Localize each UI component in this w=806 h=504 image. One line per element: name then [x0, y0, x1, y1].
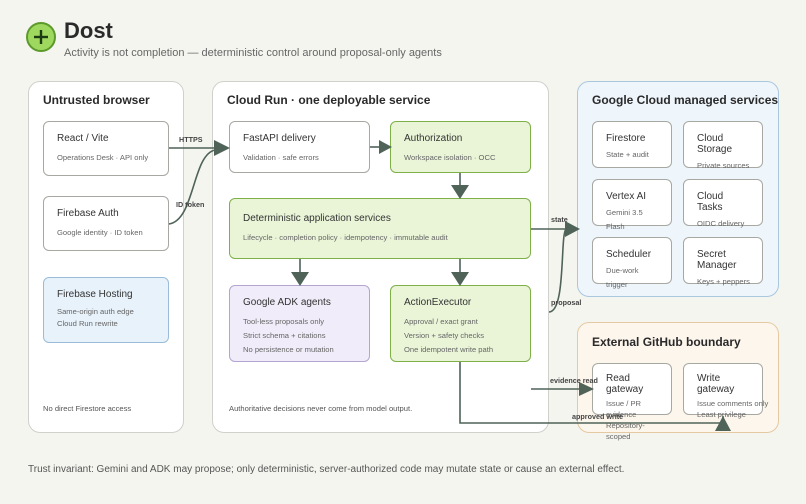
cloud-tasks-sub: OIDC delivery: [697, 219, 745, 228]
vertex-ai-box[interactable]: Vertex AI Gemini 3.5 Flash: [592, 179, 672, 231]
action-executor-sub1: Approval / exact grant: [404, 317, 478, 326]
cloud-storage-box[interactable]: Cloud Storage Private sources: [683, 121, 763, 170]
scheduler-box[interactable]: Scheduler Due-work trigger: [592, 237, 672, 289]
action-executor-box[interactable]: ActionExecutor Approval / exact grant Ve…: [390, 285, 531, 362]
secret-manager-title: Secret Manager: [697, 249, 737, 271]
fastapi-title: FastAPI delivery: [243, 133, 316, 144]
cloud-tasks-box[interactable]: Cloud Tasks OIDC delivery: [683, 179, 763, 228]
read-gateway-sub1: Issue / PR evidence: [606, 399, 642, 419]
vertex-ai-sub: Gemini 3.5 Flash: [606, 208, 643, 231]
firebase-hosting-title: Firebase Hosting: [57, 289, 133, 300]
firebase-hosting-sub2: Cloud Run rewrite: [57, 319, 118, 328]
authorization-sub: Workspace isolation · OCC: [404, 153, 496, 162]
trust-invariant-footer: Trust invariant: Gemini and ADK may prop…: [28, 464, 625, 475]
fastapi-sub: Validation · safe errors: [243, 153, 319, 162]
browser-note: No direct Firestore access: [43, 404, 132, 413]
read-gateway-box[interactable]: Read gateway Issue / PR evidence Reposit…: [592, 363, 672, 441]
adk-agents-box[interactable]: Google ADK agents Tool-less proposals on…: [229, 285, 370, 362]
id-token-label: ID token: [176, 200, 204, 209]
https-arrowhead: [214, 140, 230, 156]
logo-icon: [26, 22, 56, 52]
authorization-title: Authorization: [404, 133, 463, 144]
firebase-hosting-sub1: Same-origin auth edge: [57, 307, 134, 316]
adk-agents-title: Google ADK agents: [243, 297, 331, 308]
adk-agents-sub1: Tool-less proposals only: [243, 317, 325, 326]
id-token-edge: [168, 149, 216, 225]
adk-agents-sub2: Strict schema + citations: [243, 331, 326, 340]
application-services-title: Deterministic application services: [243, 213, 391, 224]
secret-manager-box[interactable]: Secret Manager Keys + peppers: [683, 237, 763, 286]
firebase-auth-title: Firebase Auth: [57, 208, 119, 219]
github-title: External GitHub boundary: [592, 335, 741, 349]
proposal-edge: [548, 228, 567, 313]
cloud-storage-title: Cloud Storage: [697, 133, 733, 155]
adk-agents-sub3: No persistence or mutation: [243, 345, 334, 354]
cloud-storage-sub: Private sources: [697, 161, 750, 170]
firebase-auth-box[interactable]: Firebase Auth Google identity · ID token: [43, 196, 169, 251]
action-executor-title: ActionExecutor: [404, 297, 472, 308]
firestore-box[interactable]: Firestore State + audit: [592, 121, 672, 168]
application-services-sub: Lifecycle · completion policy · idempote…: [243, 233, 448, 242]
firestore-sub: State + audit: [606, 150, 649, 159]
application-services-box[interactable]: Deterministic application services Lifec…: [229, 198, 531, 259]
evidence-read-arrowhead: [579, 382, 594, 396]
scheduler-sub: Due-work trigger: [606, 266, 639, 289]
firestore-title: Firestore: [606, 133, 646, 144]
write-gateway-title: Write gateway: [697, 373, 735, 395]
action-executor-sub2: Version + safety checks: [404, 331, 484, 340]
evidence-read-label: evidence read: [550, 376, 598, 385]
react-vite-title: React / Vite: [57, 133, 109, 144]
fastapi-box[interactable]: FastAPI delivery Validation · safe error…: [229, 121, 370, 173]
read-gateway-title: Read gateway: [606, 373, 644, 395]
vertex-ai-title: Vertex AI: [606, 191, 647, 202]
https-label: HTTPS: [179, 135, 203, 144]
cloud-run-title: Cloud Run · one deployable service: [227, 93, 431, 107]
state-arrowhead: [565, 221, 580, 237]
app-title: Dost: [64, 18, 113, 43]
secret-manager-sub: Keys + peppers: [697, 277, 750, 286]
untrusted-browser-title: Untrusted browser: [43, 93, 150, 107]
services-to-executor-arrowhead: [451, 272, 469, 286]
cloud-tasks-title: Cloud Tasks: [697, 191, 724, 213]
approved-write-arrowhead: [715, 416, 731, 431]
write-gateway-sub1: Issue comments only: [697, 399, 769, 408]
firebase-auth-sub: Google identity · ID token: [57, 228, 143, 237]
cloud-run-note: Authoritative decisions never come from …: [229, 404, 413, 413]
write-gateway-sub2: Least privilege: [697, 410, 746, 419]
write-gateway-box[interactable]: Write gateway Issue comments only Least …: [683, 363, 769, 419]
firebase-hosting-box[interactable]: Firebase Hosting Same-origin auth edge C…: [43, 277, 169, 343]
react-vite-box[interactable]: React / Vite Operations Desk · API only: [43, 121, 169, 176]
gcp-title: Google Cloud managed services: [592, 93, 779, 107]
proposal-label: proposal: [551, 298, 581, 307]
app-subtitle: Activity is not completion — determinist…: [64, 47, 442, 59]
read-gateway-sub2: Repository-scoped: [606, 421, 645, 441]
action-executor-sub3: One idempotent write path: [404, 345, 494, 354]
authz-to-services-arrowhead: [451, 185, 469, 199]
services-to-adk-arrowhead: [291, 272, 309, 286]
react-vite-sub: Operations Desk · API only: [57, 153, 149, 162]
state-label: state: [551, 215, 568, 224]
scheduler-title: Scheduler: [606, 249, 652, 260]
fastapi-to-authz-arrowhead: [379, 140, 392, 154]
authorization-box[interactable]: Authorization Workspace isolation · OCC: [390, 121, 531, 173]
approved-write-label: approved write: [572, 412, 623, 421]
